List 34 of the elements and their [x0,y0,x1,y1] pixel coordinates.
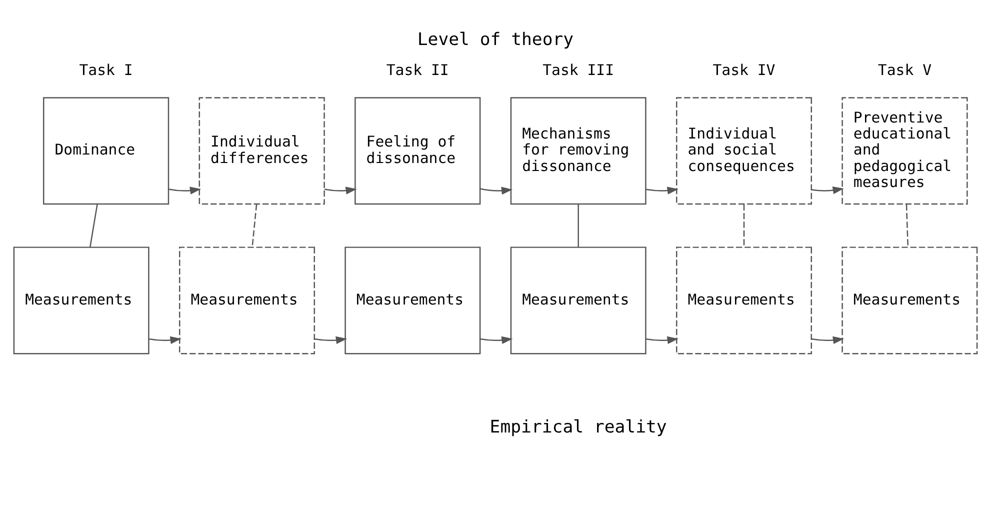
node-label: Task IV [712,62,775,79]
node-box: Individual and social consequences [676,97,812,205]
arrow [645,186,678,194]
connector [251,204,257,248]
node-label: Task I [78,62,132,79]
arrow [479,186,512,195]
arrow [480,336,512,344]
caption: Empirical reality [489,417,666,438]
node-label: Task II [386,62,448,79]
connector [742,204,744,248]
connector [905,204,908,248]
arrow [324,186,356,194]
node-box: Dominance [42,97,169,205]
node-box: Measurements [841,246,978,354]
arrow [811,336,844,344]
arrow [168,186,201,194]
node-box: Individual differences [198,97,324,205]
arrow [148,336,181,344]
node-label: Task V [877,62,932,79]
arrow [314,336,347,344]
node-box: Measurements [510,246,646,354]
node-box: Preventive educational and pedagogical measures [841,97,968,205]
connector [88,204,98,248]
connector [577,204,578,248]
node-box: Mechanisms for removing dissonance [510,97,646,205]
arrow [645,336,678,344]
node-box: Measurements [178,246,314,354]
arrow [810,186,844,194]
diagram-title: Level of theory [416,30,574,50]
node-box: Measurements [12,246,149,354]
node-box: Measurements [344,246,480,354]
node-box: Measurements [676,246,812,354]
node-label: Task III [542,62,614,79]
node-box: Feeling of dissonance [354,97,480,205]
